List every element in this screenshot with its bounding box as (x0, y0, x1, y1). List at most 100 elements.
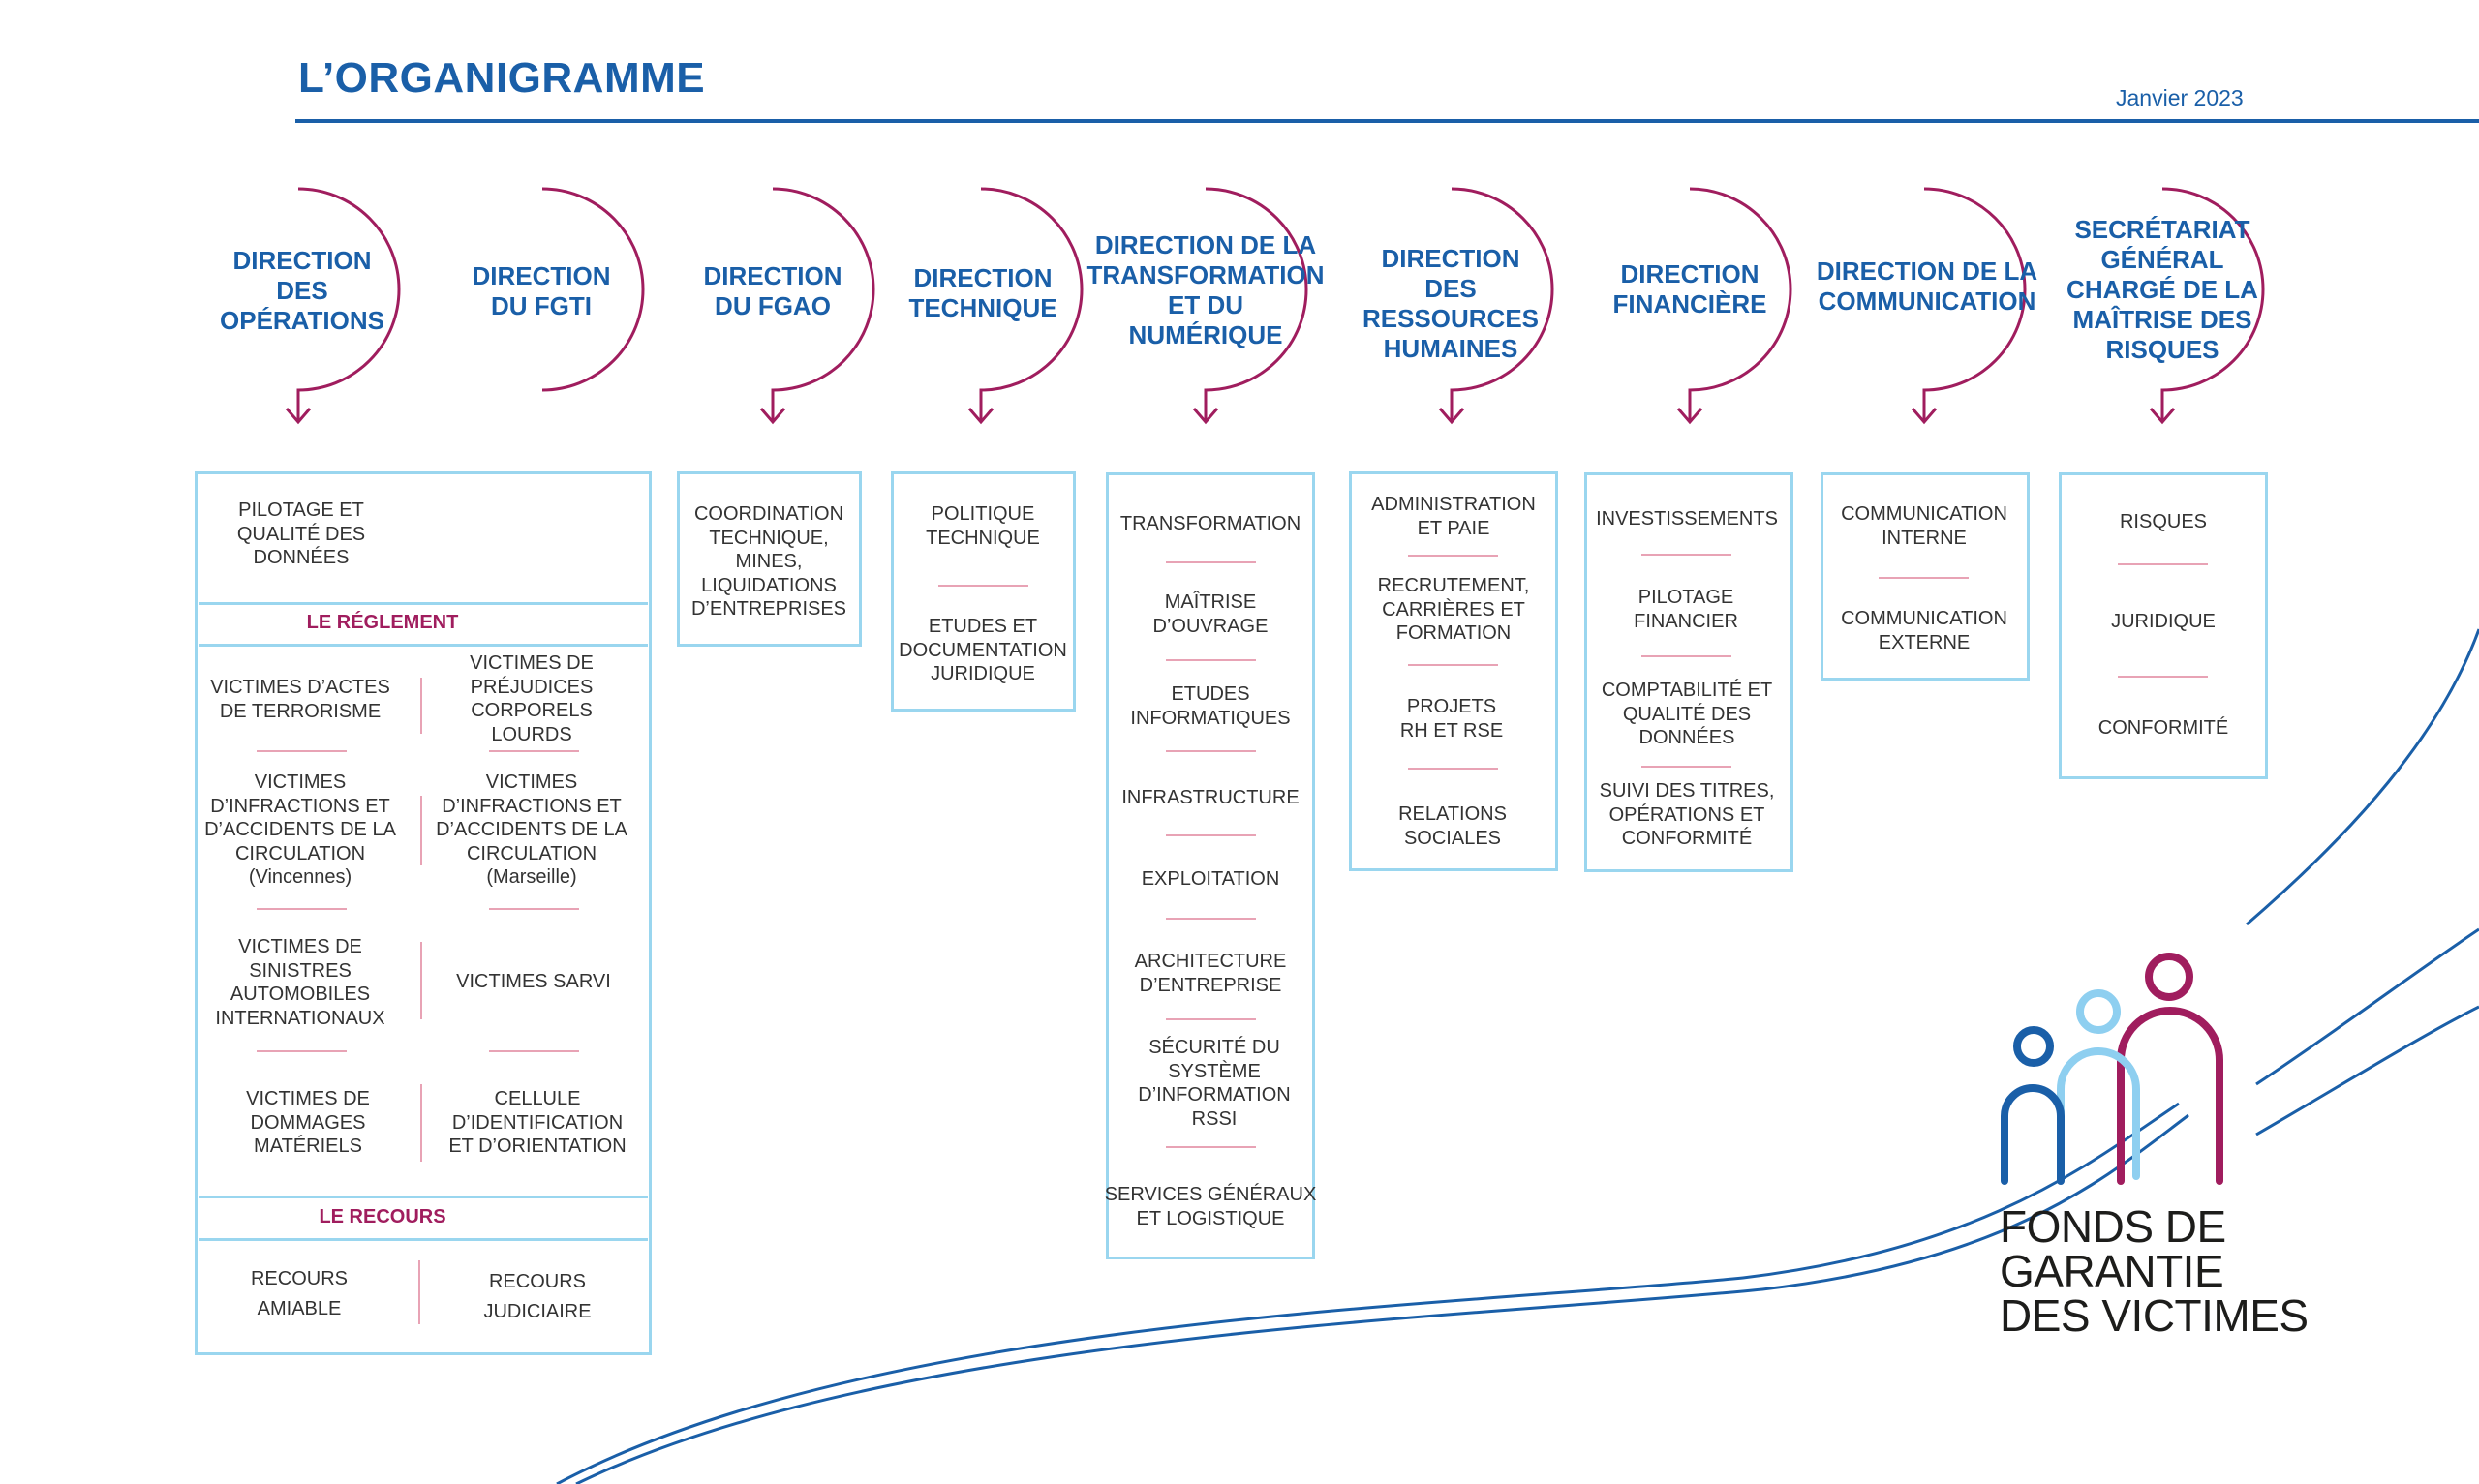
item-separator (1641, 766, 1731, 768)
communication-item: COMMUNICATION INTERNE (1841, 503, 2007, 549)
risques-box (2059, 472, 2268, 779)
item-separator (1166, 1018, 1256, 1020)
risques-item: JURIDIQUE (2111, 611, 2216, 632)
rh-item: PROJETS RH ET RSE (1399, 696, 1504, 742)
numerique-item: MAÎTRISE D’OUVRAGE (1152, 591, 1269, 637)
fgao-box (677, 471, 862, 647)
arc-arrow-icon (541, 187, 645, 392)
reglement-right-item: CELLULE D’IDENTIFICATION ET D’ORIENTATIO… (448, 1088, 627, 1157)
direction-fgao: DIRECTION DU FGAO (703, 261, 842, 320)
numerique-item: SERVICES GÉNÉRAUX ET LOGISTIQUE (1104, 1184, 1317, 1229)
arc-arrow-icon (1192, 187, 1308, 425)
band-rule (199, 1238, 648, 1241)
arc-arrow-icon (1911, 187, 2027, 425)
financiere-item: SUIVI DES TITRES, OPÉRATIONS ET CONFORMI… (1599, 780, 1775, 849)
item-separator (257, 1050, 347, 1052)
technique-item: POLITIQUE TECHNIQUE (926, 503, 1040, 549)
item-separator (489, 1050, 579, 1052)
item-separator (257, 750, 347, 752)
technique-box (891, 471, 1076, 712)
direction-numerique: DIRECTION DE LA TRANSFORMATION ET DU NUM… (1086, 230, 1325, 349)
direction-secretariat: SECRÉTARIAT GÉNÉRAL CHARGÉ DE LA MAÎTRIS… (2066, 215, 2258, 364)
operations-pilotage: PILOTAGE ET QUALITÉ DES DONNÉES (236, 500, 366, 568)
item-separator (1408, 768, 1498, 770)
item-separator (1166, 561, 1256, 563)
item-separator (1879, 577, 1969, 579)
arc-arrow-icon (1676, 187, 1792, 425)
item-separator (1641, 554, 1731, 556)
wave-line (2255, 1005, 2479, 1136)
communication-box (1821, 472, 2030, 681)
header-rule (295, 119, 2479, 123)
arc-arrow-icon (1438, 187, 1554, 425)
logo-text: FONDS DE GARANTIE DES VICTIMES (2000, 1201, 2309, 1341)
item-separator (1166, 659, 1256, 661)
date-label: Janvier 2023 (2116, 85, 2244, 110)
direction-fgti: DIRECTION DU FGTI (472, 261, 611, 320)
recours-item: RECOURS JUDICIAIRE (483, 1271, 592, 1322)
risques-item: RISQUES (2119, 511, 2208, 532)
reglement-right-item: VICTIMES D’INFRACTIONS ET D’ACCIDENTS DE… (436, 772, 627, 888)
band-rule (199, 644, 648, 647)
arc-arrow-icon (759, 187, 875, 425)
arc-arrow-icon (2149, 187, 2265, 425)
financiere-item: INVESTISSEMENTS (1596, 508, 1778, 530)
reglement-left-item: VICTIMES DE DOMMAGES MATÉRIELS (246, 1088, 370, 1157)
numerique-item: INFRASTRUCTURE (1121, 787, 1300, 808)
reglement-right-item: VICTIMES SARVI (456, 971, 611, 992)
rh-item: RELATIONS SOCIALES (1398, 803, 1507, 849)
direction-operations: DIRECTION DES OPÉRATIONS (220, 246, 384, 335)
numerique-box (1106, 472, 1315, 1259)
item-separator (489, 750, 579, 752)
item-separator (489, 908, 579, 910)
wave-line (2246, 628, 2479, 926)
reglement-right-item: VICTIMES DE PRÉJUDICES CORPORELS LOURDS (470, 652, 594, 745)
numerique-item: TRANSFORMATION (1119, 513, 1301, 534)
item-separator (1408, 555, 1498, 557)
item-separator (938, 585, 1028, 587)
recours-item: RECOURS AMIABLE (250, 1268, 349, 1319)
reglement-left-item: VICTIMES D’INFRACTIONS ET D’ACCIDENTS DE… (204, 772, 396, 888)
item-separator (1166, 834, 1256, 836)
reglement-left-item: VICTIMES DE SINISTRES AUTOMOBILES INTERN… (215, 936, 385, 1029)
page-title: L’ORGANIGRAMME (298, 54, 706, 102)
numerique-item: SÉCURITÉ DU SYSTÈME D’INFORMATION RSSI (1138, 1037, 1291, 1130)
item-separator (1408, 664, 1498, 666)
rh-box (1349, 471, 1558, 871)
recours-heading: LE RECOURS (319, 1206, 446, 1227)
wave-line (2255, 927, 2479, 1086)
reglement-heading: LE RÉGLEMENT (306, 612, 459, 633)
financiere-box (1584, 472, 1793, 872)
operations-box (195, 471, 652, 1355)
rh-item: ADMINISTRATION ET PAIE (1371, 494, 1536, 539)
direction-financiere: DIRECTION FINANCIÈRE (1612, 259, 1767, 318)
communication-item: COMMUNICATION EXTERNE (1841, 608, 2007, 653)
item-separator (1166, 1146, 1256, 1148)
column-separator (420, 1084, 422, 1162)
reglement-left-item: VICTIMES D’ACTES DE TERRORISME (210, 677, 390, 722)
technique-item: ETUDES ET DOCUMENTATION JURIDIQUE (899, 616, 1067, 684)
column-separator (420, 796, 422, 865)
financiere-item: PILOTAGE FINANCIER (1634, 587, 1738, 632)
numerique-item: ETUDES INFORMATIQUES (1130, 683, 1291, 729)
arc-arrow-icon (967, 187, 1084, 425)
item-separator (2118, 563, 2208, 565)
column-separator (418, 1260, 420, 1324)
item-separator (1166, 918, 1256, 920)
item-separator (1166, 750, 1256, 752)
numerique-item: ARCHITECTURE D’ENTREPRISE (1134, 951, 1287, 996)
direction-communication: DIRECTION DE LA COMMUNICATION (1816, 257, 2038, 316)
item-separator (2118, 676, 2208, 678)
numerique-item: EXPLOITATION (1141, 868, 1280, 890)
column-separator (420, 678, 422, 734)
wave-line (575, 1113, 2189, 1484)
fgv-logo-icon (2001, 953, 2223, 1185)
risques-item: CONFORMITÉ (2097, 717, 2229, 739)
wave-line (556, 1102, 2180, 1484)
fgao-item: COORDINATION TECHNIQUE, MINES, LIQUIDATI… (690, 503, 847, 620)
rh-item: RECRUTEMENT, CARRIÈRES ET FORMATION (1377, 575, 1530, 644)
direction-rh: DIRECTION DES RESSOURCES HUMAINES (1362, 244, 1540, 363)
item-separator (1641, 655, 1731, 657)
band-rule (199, 602, 648, 605)
column-separator (420, 942, 422, 1019)
